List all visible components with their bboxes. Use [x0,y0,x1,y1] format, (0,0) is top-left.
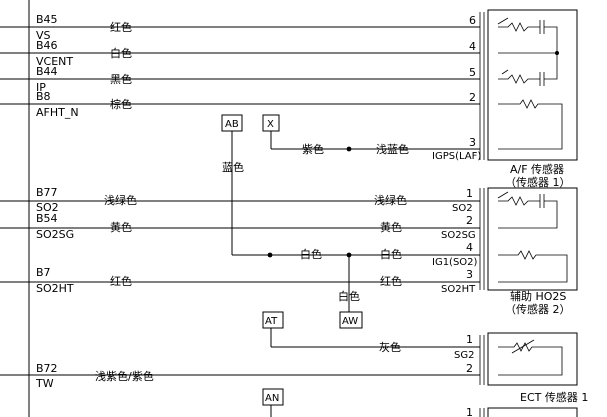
af-igps-label: IGPS(LAF) [432,151,481,162]
hos-pin-2-label: SO2SG [441,230,476,241]
splice-dot-ig1-a [267,252,273,258]
wire-color-so2sg-right: 黄色 [380,220,402,234]
wire-color-so2-left: 浅绿色 [104,193,137,207]
ect-sensor-title: ECT 传感器 1 [520,391,588,404]
pin-code-b44: B44 [36,65,58,78]
connector-ab-label: AB [225,119,239,130]
connector-at-label: AT [265,316,278,327]
hos-sensor-subtitle: （传感器 2） [505,303,571,316]
af-pin-6: 6 [469,14,476,27]
af-pin-2: 2 [469,91,476,104]
splice-dot-igps [346,146,352,152]
pin-signal-vcent: VCENT [36,55,73,68]
hos-sensor-box [487,187,578,291]
hos-pin-3-label: SO2HT [441,284,476,295]
wire-color-purple: 紫色 [302,142,324,156]
pin-code-b46: B46 [36,39,58,52]
wire-color-so2-right: 浅绿色 [374,193,407,207]
connector-aw-label: AW [342,316,358,327]
hos-sensor-heater [498,250,568,283]
af-sensor-heater [498,99,563,150]
connector-an-label: AN [265,393,279,404]
pin-code-b8: B8 [36,90,51,103]
connector-x-label: X [267,119,274,130]
af-sensor-subtitle: （传感器 1） [505,176,571,189]
ect-pin-1-label: SG2 [454,350,474,361]
wire-color-blue: 蓝色 [222,160,244,174]
pin-signal-vs: VS [36,29,51,42]
af-pin-5: 5 [469,66,476,79]
connector-at [262,311,284,329]
pin-signal-so2sg: SO2SG [36,228,74,241]
pin-signal-tw: TW [35,377,54,390]
hos-pin-4: 4 [466,241,473,254]
wire-color-so2ht-left: 红色 [110,274,132,288]
wire-color-light-blue: 浅蓝色 [376,142,409,156]
hos-pin-1-label: SO2 [452,203,473,214]
hos-pin-1: 1 [466,187,473,200]
hos-pin-4-label: IG1(SO2) [432,257,478,268]
wire-color-vs: 红色 [110,20,132,34]
wire-color-ip: 黑色 [110,72,132,86]
wire-color-tw: 浅紫色/紫色 [95,369,154,383]
ect-pin-2: 2 [466,362,473,375]
wire-color-white-ig1: 白色 [300,247,322,261]
wire-color-white-ig1-right: 白色 [380,247,402,261]
pin-code-b7: B7 [36,266,51,279]
pin-signal-afht: AFHT_N [36,106,79,119]
wire-color-vcent: 白色 [110,46,132,60]
wire-color-white-aw: 白色 [338,289,360,303]
af-sensor-element-1 [498,20,558,54]
hos-pin-2: 2 [466,214,473,227]
af-sensor-box [487,9,578,161]
ect-sensor-thermistor [498,342,563,376]
pin-signal-so2: SO2 [36,201,59,214]
hos-pin-3: 3 [466,268,473,281]
pin-signal-so2ht: SO2HT [36,282,74,295]
hos-sensor-element [498,194,558,229]
hos-sensor-title: 辅助 HO2S [510,289,566,303]
af-pin-3: 3 [469,136,476,149]
wire-color-so2sg-left: 黄色 [110,220,132,234]
wire-color-afht: 棕色 [110,97,132,111]
af-sensor-arrows [497,17,509,75]
wire-color-so2ht-right: 红色 [380,274,402,288]
bottom-sensor-box [487,407,578,417]
pin-signal-ip: IP [36,81,46,94]
pin-code-b77: B77 [36,186,58,199]
af-sensor-title: A/F 传感器 [510,163,564,176]
ect-pin-1: 1 [466,333,473,346]
hos-sensor-arrow [497,191,509,199]
connector-x [262,114,280,132]
pin-code-b54: B54 [36,212,58,225]
connector-an [262,388,284,406]
pin-code-b72: B72 [36,362,58,375]
pin-code-b45: B45 [36,13,58,26]
bottom-pin-1: 1 [466,406,473,417]
ect-sensor-arrow [511,339,535,354]
af-sensor-element-2 [498,53,558,86]
wire-color-gray: 灰色 [379,340,401,354]
af-pin-4: 4 [469,40,476,53]
connector-aw [339,311,363,329]
af-sensor-junction [555,51,559,55]
